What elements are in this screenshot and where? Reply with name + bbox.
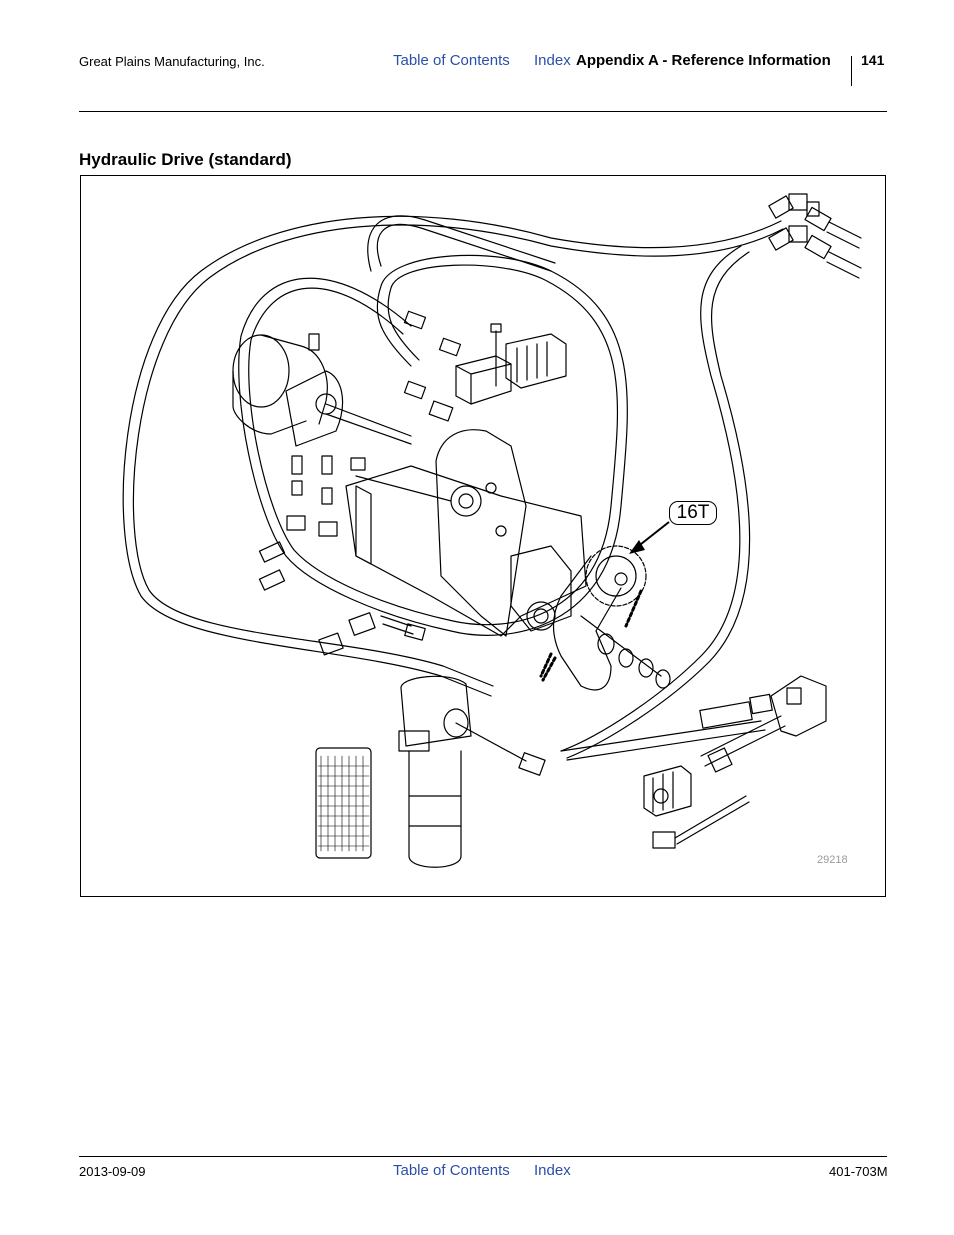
- header-separator: [851, 56, 852, 86]
- sprocket-callout-label: 16T: [669, 501, 717, 525]
- footer-toc-link[interactable]: Table of Contents: [393, 1162, 510, 1179]
- header-rule: [79, 111, 887, 112]
- valve-cartridge: [700, 675, 827, 773]
- filter-element: [315, 747, 372, 859]
- company-name: Great Plains Manufacturing, Inc.: [79, 54, 265, 69]
- hydraulic-drive-figure: 16T 29218: [80, 175, 886, 897]
- callout-arrow: [629, 521, 670, 554]
- lower-right-hose: [560, 693, 773, 761]
- section-title: Appendix A - Reference Information: [576, 52, 831, 69]
- top-right-fittings: [768, 193, 862, 279]
- valve-block: [455, 323, 567, 405]
- publication-date: 2013-09-09: [79, 1164, 146, 1179]
- hydraulic-drive-illustration: [122, 193, 862, 868]
- document-number: 401-703M: [829, 1164, 888, 1179]
- page-heading: Hydraulic Drive (standard): [79, 150, 292, 169]
- motor-fittings: [258, 455, 338, 591]
- header-toc-link[interactable]: Table of Contents: [393, 52, 510, 69]
- shaft-hardware: [580, 615, 671, 689]
- footer-rule: [79, 1156, 887, 1157]
- page-number: 141: [861, 52, 885, 68]
- filter-assembly: [398, 675, 472, 868]
- footer-index-link[interactable]: Index: [534, 1162, 571, 1179]
- drive-bracket: [345, 429, 587, 637]
- chain: [526, 555, 612, 691]
- hydraulic-motor: [232, 333, 412, 447]
- header-index-link[interactable]: Index: [534, 52, 571, 69]
- outer-hose: [122, 215, 784, 697]
- solenoid-coil: [643, 765, 750, 849]
- right-hose: [560, 245, 751, 759]
- figure-number: 29218: [817, 854, 848, 866]
